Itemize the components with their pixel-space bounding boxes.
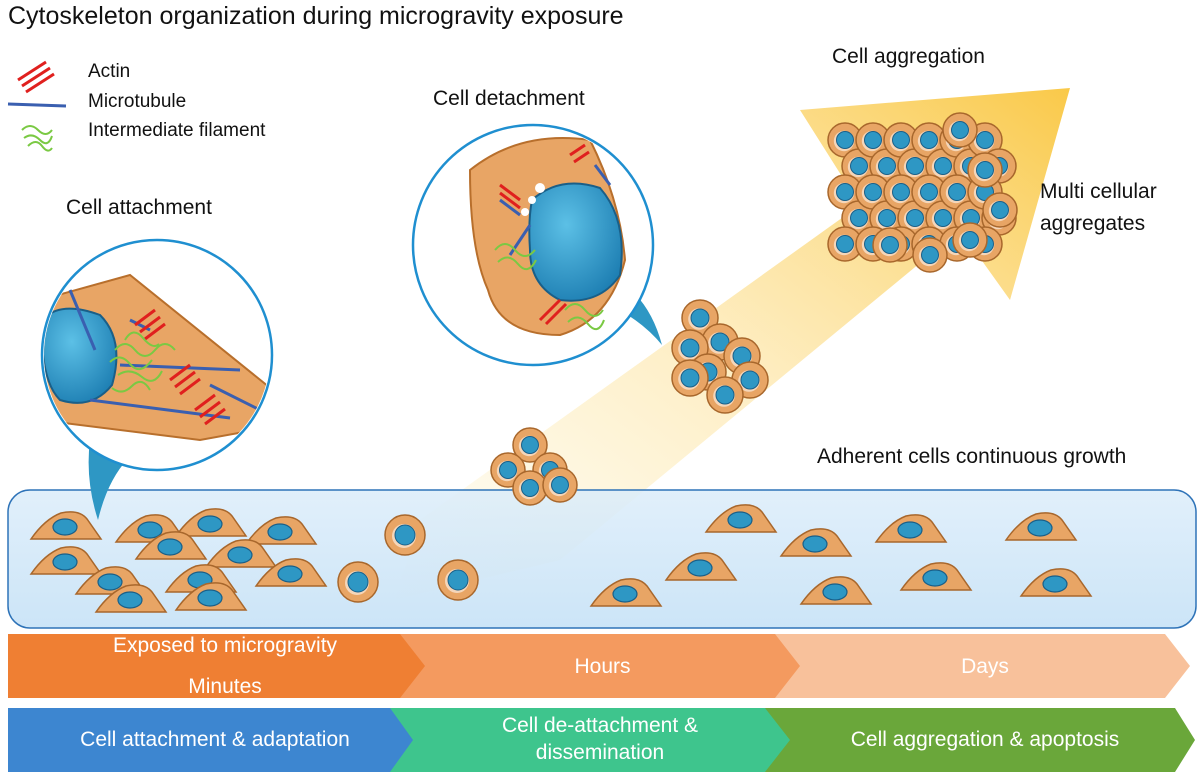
adherent-cell — [204, 539, 278, 568]
diagram-title: Cytoskeleton organization during microgr… — [8, 2, 624, 30]
adherent-cell — [779, 528, 853, 557]
round-cell — [911, 122, 947, 158]
phase2-label-line1: Cell de-attachment & — [501, 714, 699, 737]
timeline-exposed-label: Exposed to microgravity — [112, 634, 338, 657]
phase-arrow-detachment — [390, 708, 795, 772]
round-cell — [337, 561, 379, 603]
round-cell — [982, 192, 1018, 228]
round-cell — [384, 514, 426, 556]
round-cell — [912, 237, 948, 273]
round-cell — [827, 122, 863, 158]
label-aggregates: aggregates — [1040, 212, 1146, 235]
adherent-cell — [1004, 512, 1078, 541]
adherent-cell — [134, 531, 208, 560]
timeline-minutes-label: Minutes — [188, 675, 262, 698]
phase3-label: Cell aggregation & apoptosis — [850, 728, 1120, 751]
label-cell-detachment: Cell detachment — [433, 87, 585, 110]
legend-microtubule-label: Microtubule — [88, 91, 187, 112]
adherent-cell — [254, 558, 328, 587]
timeline-days-label: Days — [961, 655, 1009, 678]
label-cell-aggregation: Cell aggregation — [832, 45, 985, 68]
round-cell — [869, 148, 905, 184]
intermediate-filament-legend-icon — [21, 125, 53, 152]
adherent-cell — [899, 562, 973, 591]
adherent-cell — [244, 516, 318, 545]
adherent-cell — [174, 582, 248, 611]
phase-arrow-aggregation — [765, 708, 1195, 772]
round-cell — [542, 467, 578, 503]
round-cell — [706, 376, 744, 414]
phase-arrow-attachment — [8, 708, 418, 772]
round-cell — [967, 152, 1003, 188]
legend-actin-label: Actin — [88, 61, 131, 82]
round-cell — [911, 174, 947, 210]
adherent-cell — [664, 552, 738, 581]
adherent-cell — [174, 508, 248, 537]
label-adherent-growth: Adherent cells continuous growth — [817, 445, 1127, 468]
actin-legend-icon — [17, 60, 55, 94]
round-cell — [827, 174, 863, 210]
timeline-segment-days — [775, 634, 1190, 698]
cell-detachment-zoom — [411, 123, 655, 367]
round-cell — [855, 122, 891, 158]
legend-intermediate-filament-label: Intermediate filament — [88, 120, 266, 141]
round-cell — [437, 559, 479, 601]
round-cell — [925, 200, 961, 236]
round-cell — [869, 200, 905, 236]
timeline-segment-minutes — [8, 634, 430, 698]
adherent-cell — [874, 514, 948, 543]
round-cell — [701, 323, 739, 361]
cell-attachment-zoom — [40, 238, 274, 472]
adherent-cell — [589, 578, 663, 607]
label-cell-attachment: Cell attachment — [66, 196, 212, 219]
adherent-cell — [799, 576, 873, 605]
round-cell — [942, 112, 978, 148]
adherent-cell — [29, 546, 103, 575]
adherent-cell — [704, 504, 778, 533]
label-multi-cellular: Multi cellular — [1040, 180, 1157, 203]
round-cell — [952, 222, 988, 258]
round-cell — [872, 227, 908, 263]
phase2-label-line2: dissemination — [535, 741, 665, 764]
phase1-label: Cell attachment & adaptation — [80, 728, 350, 751]
microtubule-legend-icon — [7, 102, 67, 108]
attachment-callout-tail — [88, 440, 140, 520]
timeline-hours-label: Hours — [574, 655, 631, 678]
timeline-segment-hours — [400, 634, 805, 698]
adherent-cell — [94, 584, 168, 613]
cells-layer — [29, 112, 1093, 613]
adherent-cell — [1019, 568, 1093, 597]
round-cell — [512, 470, 548, 506]
round-cell — [671, 359, 709, 397]
round-cell — [827, 226, 863, 262]
round-cell — [883, 122, 919, 158]
adherent-cell — [29, 511, 103, 540]
round-cell — [512, 427, 548, 463]
